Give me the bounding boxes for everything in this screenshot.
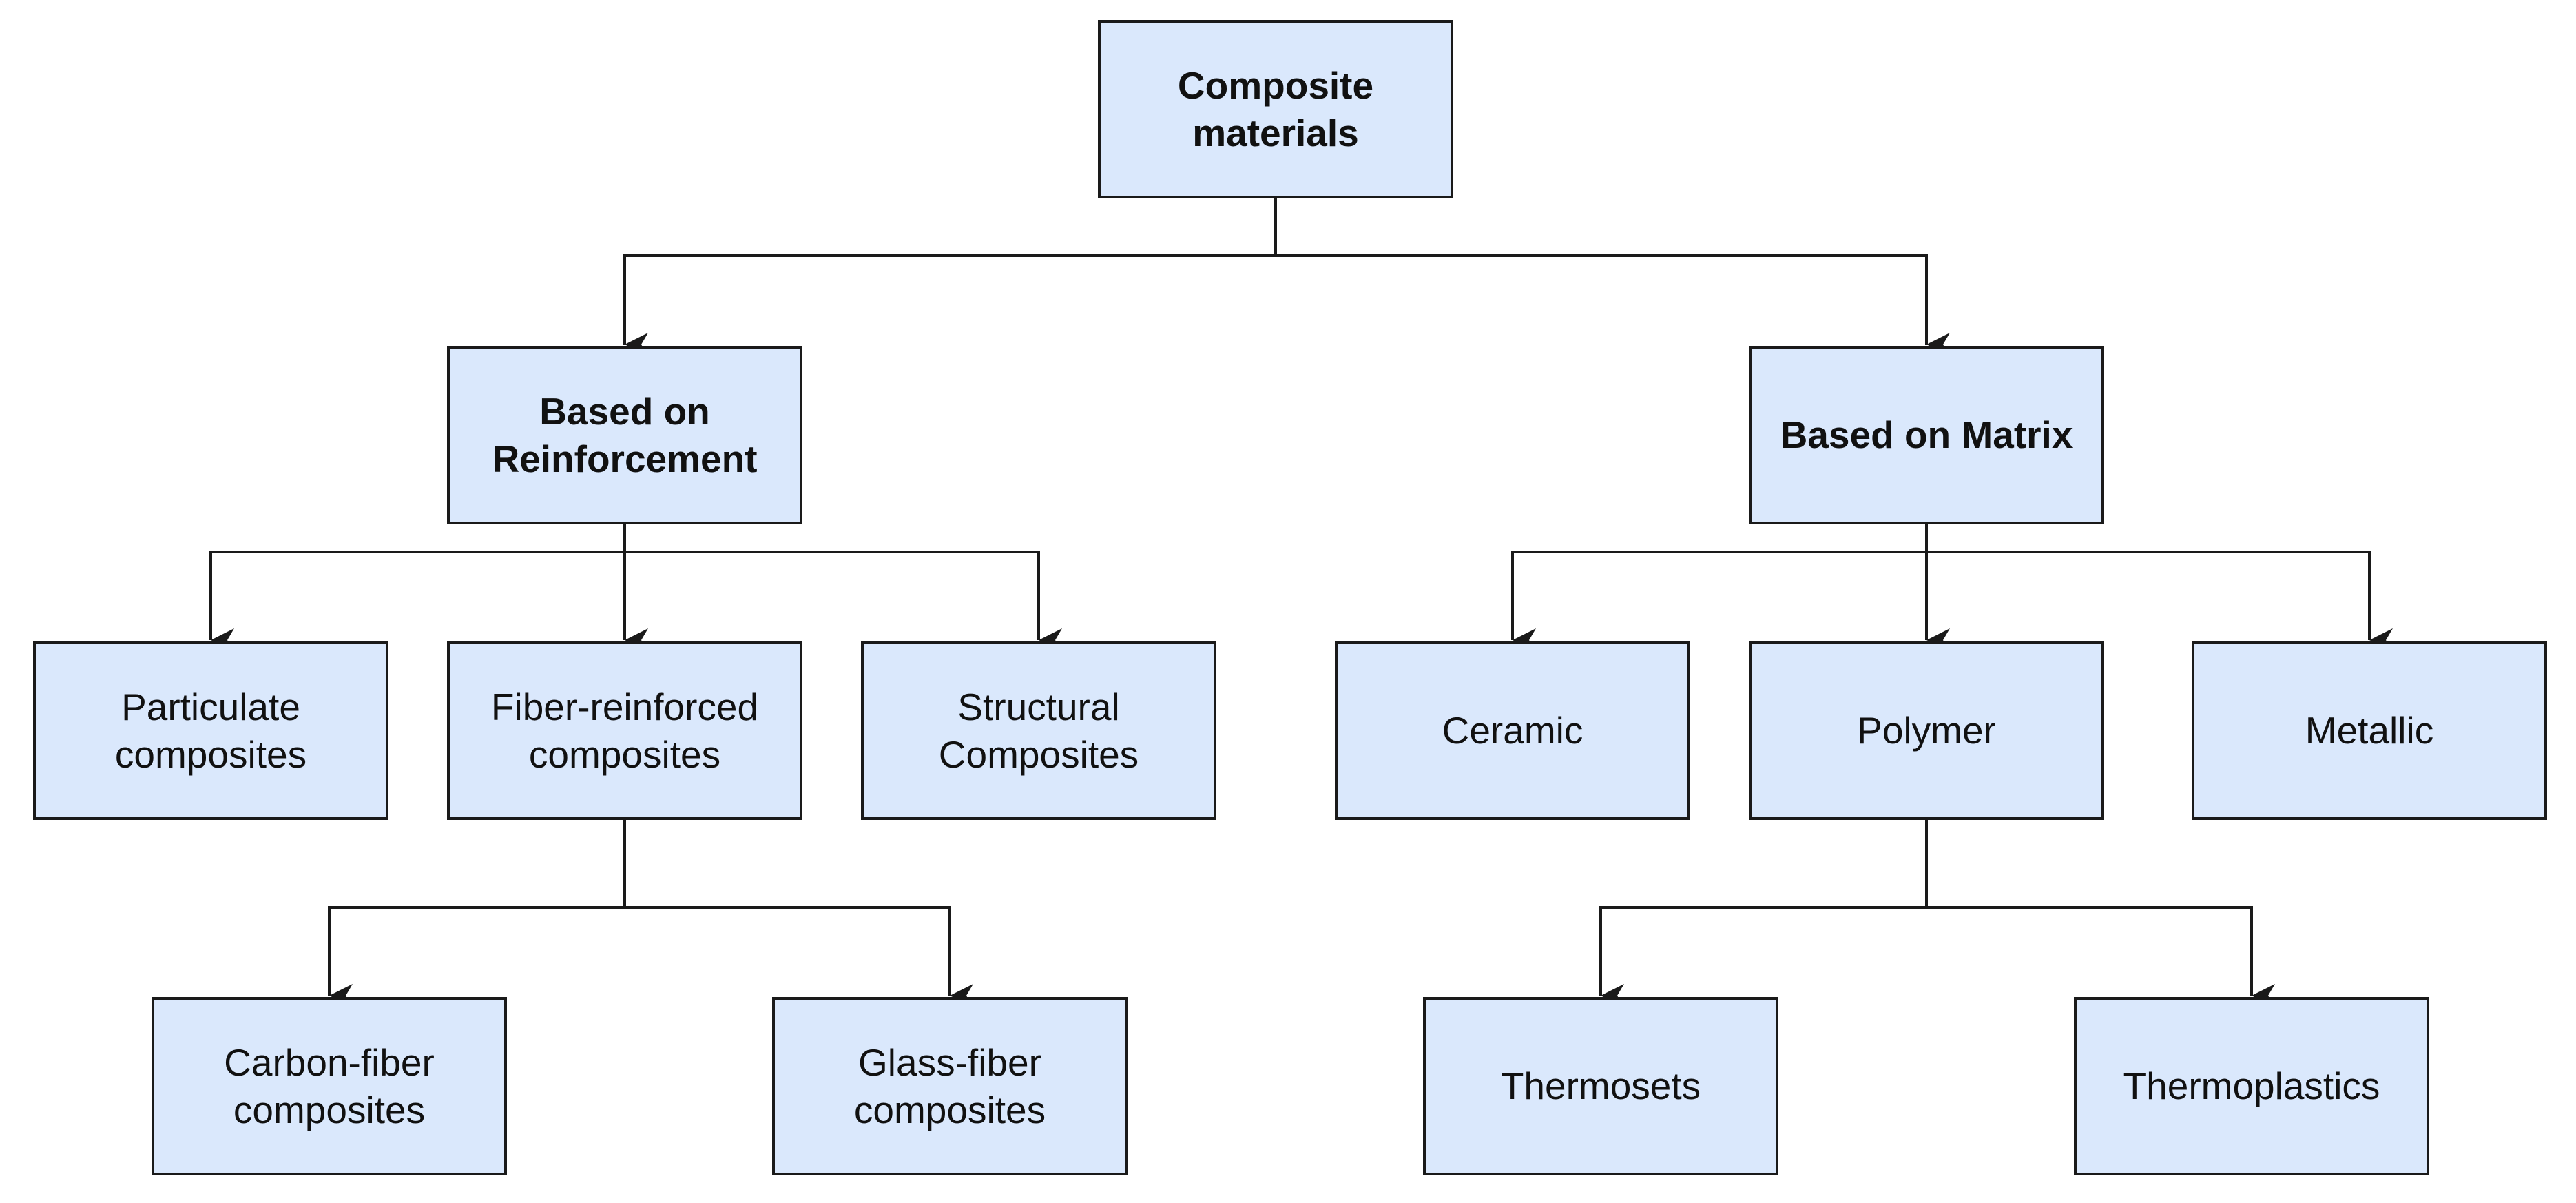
node-thermosets: Thermosets — [1423, 997, 1778, 1175]
edge-root-to-reinforcement — [623, 254, 1276, 356]
node-particulate-composites: Particulate composites — [33, 641, 388, 820]
node-metallic: Metallic — [2192, 641, 2547, 820]
node-label: Ceramic — [1442, 709, 1583, 752]
node-label: Particulate composites — [114, 685, 307, 776]
node-polymer: Polymer — [1749, 641, 2104, 820]
edge-polymer-to-thermoplastics — [1926, 906, 2275, 1007]
node-label: Structural Composites — [938, 685, 1139, 776]
node-based-on-matrix: Based on Matrix — [1749, 346, 2104, 524]
node-based-on-reinforcement: Based on Reinforcement — [447, 346, 802, 524]
edge-reinforcement-to-particulate — [209, 551, 625, 652]
node-fiber-reinforced-composites: Fiber-reinforced composites — [447, 641, 802, 820]
edge-reinforcement-to-structural — [625, 551, 1062, 652]
node-ceramic: Ceramic — [1335, 641, 1690, 820]
edge-polymer-to-thermosets — [1599, 906, 1926, 1007]
node-label: Thermosets — [1500, 1065, 1701, 1107]
node-label: Composite materials — [1177, 63, 1374, 154]
node-label: Metallic — [2305, 709, 2434, 752]
node-label: Glass-fiber composites — [853, 1040, 1046, 1131]
node-label: Based on Matrix — [1780, 413, 2073, 456]
node-label: Polymer — [1857, 709, 1996, 752]
node-structural-composites: Structural Composites — [861, 641, 1216, 820]
node-label: Fiber-reinforced composites — [490, 685, 759, 776]
edge-matrix-to-metallic — [1926, 551, 2393, 652]
node-label: Carbon-fiber composites — [224, 1040, 435, 1131]
edge-matrix-to-ceramic — [1511, 551, 1926, 652]
edge-fiber-to-glass — [625, 906, 973, 1007]
edge-root-to-matrix — [1276, 254, 1950, 356]
node-glass-fiber-composites: Glass-fiber composites — [772, 997, 1128, 1175]
node-composite-materials: Composite materials — [1098, 20, 1453, 198]
edge-fiber-to-carbon — [328, 906, 625, 1007]
node-label: Thermoplastics — [2123, 1065, 2380, 1107]
node-carbon-fiber-composites: Carbon-fiber composites — [152, 997, 507, 1175]
node-label: Based on Reinforcement — [492, 389, 758, 480]
node-thermoplastics: Thermoplastics — [2074, 997, 2429, 1175]
